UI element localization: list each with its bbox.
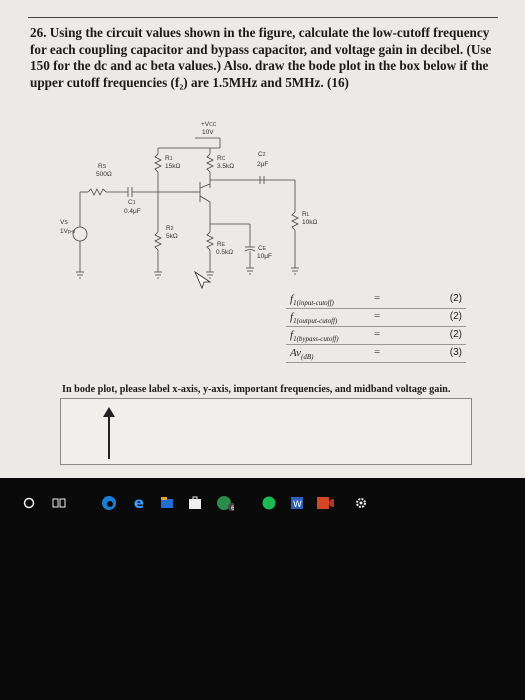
- rc-label: RC: [217, 155, 226, 162]
- notification-badge-icon[interactable]: 60: [216, 494, 234, 512]
- vcc-value: 10V: [202, 129, 214, 136]
- r1-label: R1: [165, 155, 173, 162]
- file-explorer-icon[interactable]: [158, 494, 176, 512]
- up-arrow-icon: [103, 407, 115, 459]
- mouse-cursor-icon: [194, 270, 212, 290]
- svg-text:60: 60: [231, 505, 234, 511]
- bode-plot-box: [60, 398, 472, 465]
- c1-value: 0.4μF: [124, 208, 141, 215]
- re-value: 0.5kΩ: [216, 249, 233, 256]
- start-circle-icon[interactable]: [20, 494, 38, 512]
- vs-value: 1Vp-p: [60, 228, 75, 235]
- bode-instruction: In bode plot, please label x-axis, y-axi…: [62, 384, 451, 395]
- question-text: 26. Using the circuit values shown in th…: [30, 25, 492, 90]
- rs-label: RS: [98, 163, 107, 170]
- settings-icon[interactable]: [352, 494, 370, 512]
- c2-value: 2μF: [257, 161, 268, 168]
- circuit-diagram: +VCC 10V R1 15kΩ RC 3.5kΩ C2 2μF RS 500Ω…: [60, 121, 317, 290]
- answer-row-bypass-cutoff: f1(bypass-cutoff) = (2): [286, 327, 466, 345]
- spotify-icon[interactable]: [260, 494, 278, 512]
- top-rule: [28, 17, 498, 18]
- ce-value: 10μF: [257, 253, 272, 260]
- c1-label: C1: [128, 199, 136, 206]
- r1-value: 15kΩ: [165, 163, 180, 170]
- answer-row-input-cutoff: f1(input-cutoff) = (2): [286, 291, 466, 309]
- r2-label: R2: [166, 225, 174, 232]
- answer-row-voltage-gain: Av(dB) = (3): [286, 345, 466, 363]
- ce-label: CE: [258, 245, 267, 252]
- c2-label: C2: [258, 151, 266, 158]
- word-icon[interactable]: W: [288, 494, 306, 512]
- re-label: RE: [217, 241, 226, 248]
- edge-icon[interactable]: [100, 494, 118, 512]
- store-icon[interactable]: [186, 494, 204, 512]
- vs-label: VS: [60, 219, 68, 226]
- answer-row-output-cutoff: f1(output-cutoff) = (2): [286, 309, 466, 327]
- task-view-icon[interactable]: [50, 494, 68, 512]
- rs-value: 500Ω: [96, 171, 112, 178]
- rc-value: 3.5kΩ: [217, 163, 234, 170]
- powerpoint-icon[interactable]: [316, 494, 334, 512]
- worksheet-page: 26. Using the circuit values shown in th…: [0, 0, 525, 478]
- rl-value: 10kΩ: [302, 219, 317, 226]
- r2-value: 5kΩ: [166, 233, 178, 240]
- answer-table: f1(input-cutoff) = (2) f1(output-cutoff)…: [286, 291, 466, 363]
- ie-icon[interactable]: e: [133, 494, 145, 512]
- svg-text:W: W: [293, 500, 302, 510]
- vcc-label: +VCC: [201, 121, 217, 128]
- rl-label: RL: [302, 211, 310, 218]
- taskbar: e 60 W: [20, 490, 505, 518]
